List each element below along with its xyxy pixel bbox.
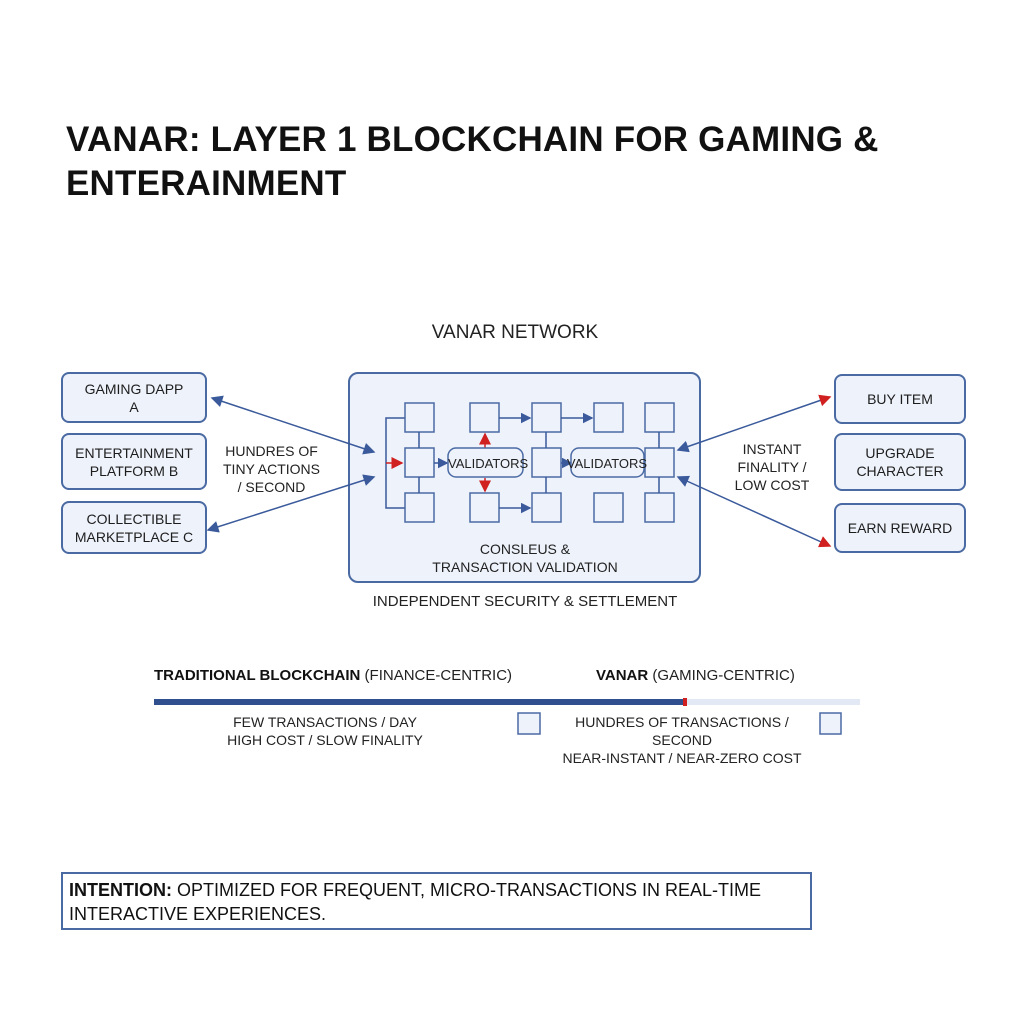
validators-pill-2	[570, 447, 645, 478]
block	[404, 447, 435, 478]
action-earn-reward: EARN REWARD	[834, 503, 966, 553]
block	[593, 492, 624, 523]
block	[644, 447, 675, 478]
block	[644, 492, 675, 523]
page-title: VANAR: LAYER 1 BLOCKCHAIN FOR GAMING & E…	[66, 120, 879, 203]
arrow-right-top	[676, 394, 832, 453]
block	[531, 402, 562, 433]
block	[404, 402, 435, 433]
vanar-label: VANAR (GAMING-CENTRIC)	[596, 667, 795, 684]
block	[644, 402, 675, 433]
block	[404, 492, 435, 523]
validators-label: VALIDATORS	[448, 456, 529, 471]
arrow-right-bottom	[676, 475, 832, 548]
vanar-description: HUNDRES OF TRANSACTIONS / SECOND NEAR-IN…	[562, 714, 802, 766]
right-finality-note: INSTANT FINALITY / LOW COST	[734, 441, 810, 493]
marker-square	[819, 712, 842, 735]
block	[469, 492, 500, 523]
block	[593, 402, 624, 433]
action-buy-item: BUY ITEM	[834, 374, 966, 424]
arrow-left-bottom	[206, 474, 376, 533]
block	[531, 447, 562, 478]
marker-square	[517, 712, 541, 735]
network-label: VANAR NETWORK	[431, 322, 599, 343]
intention-box: INTENTION: OPTIMIZED FOR FREQUENT, MICRO…	[61, 872, 812, 930]
block	[469, 402, 500, 433]
comparison-bar-vanar	[685, 699, 860, 705]
validators-pill-1	[447, 447, 524, 478]
network-footer: INDEPENDENT SECURITY & SETTLEMENT	[372, 593, 678, 610]
arrow-left-top	[210, 395, 376, 455]
consensus-label: CONSLEUS & TRANSACTION VALIDATION	[432, 541, 618, 575]
traditional-blockchain-label: TRADITIONAL BLOCKCHAIN (FINANCE-CENTRIC)	[154, 667, 513, 684]
left-throughput-note: HUNDRES OF TINY ACTIONS / SECOND	[223, 443, 320, 495]
traditional-description: FEW TRANSACTIONS / DAY HIGH COST / SLOW …	[227, 714, 423, 748]
action-upgrade-character: UPGRADE CHARACTER	[834, 433, 966, 491]
comparison-bar-traditional	[154, 699, 685, 705]
validators-label: VALIDATORS	[566, 456, 648, 471]
block	[531, 492, 562, 523]
